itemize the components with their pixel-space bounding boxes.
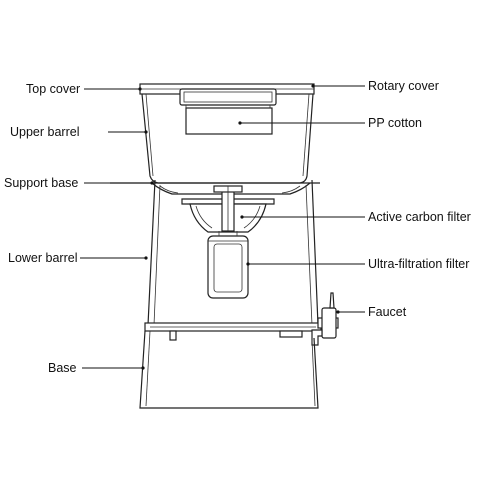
label-base: Base [48, 361, 77, 375]
ultra-filtration-filter [207, 231, 249, 299]
rotary-cover [179, 88, 277, 106]
label-pp-cotton: PP cotton [368, 116, 422, 130]
leader-lines [80, 84, 365, 370]
label-rotary-cover: Rotary cover [368, 79, 439, 93]
label-support-base: Support base [4, 176, 79, 190]
base [139, 330, 319, 409]
label-lower-barrel: Lower barrel [8, 251, 78, 265]
active-carbon-filter [181, 185, 275, 233]
label-ultra-filtration-filter: Ultra-filtration filter [368, 257, 470, 271]
lower-barrel [144, 179, 322, 332]
upper-barrel-body [141, 93, 314, 184]
pp-cotton [185, 107, 273, 135]
label-top-cover: Top cover [26, 82, 81, 96]
label-upper-barrel: Upper barrel [10, 125, 80, 139]
label-active-carbon-filter: Active carbon filter [368, 210, 471, 224]
base-body [139, 330, 319, 409]
label-faucet: Faucet [368, 305, 407, 319]
faucet [279, 292, 339, 346]
lower-barrel-body [147, 179, 319, 326]
upper-barrel [139, 83, 315, 184]
